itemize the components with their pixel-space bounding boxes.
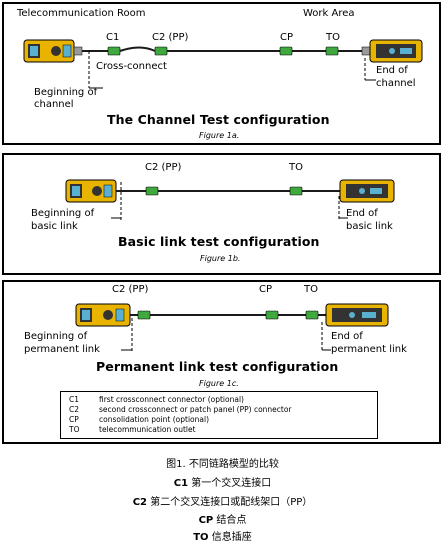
figure-1b: Figure 1b.	[200, 254, 241, 263]
figure-1c: Figure 1c.	[199, 379, 239, 388]
to-label: TO	[326, 32, 340, 43]
legend-row: C2 second crossconnect or patch panel (PP…	[69, 405, 292, 414]
tester-right-1	[361, 39, 423, 63]
connector-to	[325, 46, 339, 56]
caption-code: C1	[173, 478, 189, 489]
caption-text: 结合点	[213, 515, 247, 526]
caption-line-cp: CP 结合点	[0, 514, 445, 528]
cp-label-permanent: CP	[259, 284, 273, 295]
legend-text: consolidation point (optional)	[99, 415, 209, 424]
tester-right-3	[325, 303, 389, 327]
caption-title: 图1. 不同链路模型的比较	[166, 459, 279, 470]
figure-1a: Figure 1a.	[199, 131, 240, 140]
channel-title: The Channel Test configuration	[107, 112, 330, 127]
to-label-permanent: TO	[304, 284, 318, 295]
permanent-title: Permanent link test configuration	[96, 359, 339, 374]
basic-link-panel	[2, 153, 441, 275]
permanent-begin-line1: Beginning of	[24, 331, 88, 342]
channel-begin-line2: channel	[34, 99, 74, 110]
connector-c2-basic	[145, 186, 159, 196]
legend-code: TO	[69, 425, 80, 434]
caption-text: 信息插座	[208, 532, 252, 543]
legend-text: second crossconnect or patch panel (PP) …	[99, 405, 292, 414]
legend-code: C2	[69, 405, 80, 414]
to-label-basic: TO	[289, 162, 303, 173]
c1-label: C1	[106, 32, 120, 43]
cp-label: CP	[280, 32, 294, 43]
caption-code: CP	[198, 515, 214, 526]
connector-c1	[107, 46, 121, 56]
legend-row: CP consolidation point (optional)	[69, 415, 209, 424]
channel-end-line1: End of	[376, 65, 408, 76]
caption-line-to: TO 信息插座	[0, 531, 445, 545]
legend-code: C1	[69, 395, 80, 404]
channel-end-line2: channel	[376, 78, 416, 89]
c2-label-permanent: C2 (PP)	[112, 284, 149, 295]
c2-label: C2 (PP)	[152, 32, 189, 43]
caption-code: C2	[132, 497, 148, 508]
basic-title: Basic link test configuration	[118, 234, 320, 249]
caption-line-c1: C1 第一个交叉连接口	[0, 477, 445, 491]
legend-box: C1 first crossconnect connector (optional…	[60, 391, 378, 439]
connector-cp	[279, 46, 293, 56]
connector-to-permanent	[305, 310, 319, 320]
cross-connect-label: Cross-connect	[96, 61, 167, 72]
connector-c2-permanent	[137, 310, 151, 320]
permanent-begin-line2: permanent link	[24, 344, 100, 355]
tester-left-2	[65, 179, 117, 203]
legend-row: C1 first crossconnect connector (optional…	[69, 395, 244, 404]
tester-left-3	[75, 303, 131, 327]
legend-code: CP	[69, 415, 79, 424]
legend-text: first crossconnect connector (optional)	[99, 395, 244, 404]
permanent-end-line2: permanent link	[331, 344, 407, 355]
basic-end-line2: basic link	[346, 221, 393, 232]
tester-right-2	[339, 179, 395, 203]
legend-row: TO telecommunication outlet	[69, 425, 196, 434]
caption-text: 第一个交叉连接口	[188, 478, 272, 489]
legend-text: telecommunication outlet	[99, 425, 196, 434]
channel-test-panel	[2, 2, 441, 145]
caption-text: 第二个交叉连接口或配线架口（PP）	[147, 497, 313, 508]
caption-line-c2: C2 第二个交叉连接口或配线架口（PP）	[0, 496, 445, 510]
c2-label-basic: C2 (PP)	[145, 162, 182, 173]
caption-code: TO	[193, 532, 209, 543]
area-label: Work Area	[303, 8, 355, 19]
cross-connect-loop	[119, 46, 156, 52]
basic-end-line1: End of	[346, 208, 378, 219]
tester-left-1	[23, 39, 83, 63]
connector-to-basic	[289, 186, 303, 196]
basic-begin-line2: basic link	[31, 221, 78, 232]
room-label: Telecommunication Room	[17, 8, 146, 19]
connector-cp-permanent	[265, 310, 279, 320]
channel-begin-line1: Beginning of	[34, 87, 98, 98]
permanent-end-line1: End of	[331, 331, 363, 342]
connector-c2	[154, 46, 168, 56]
basic-begin-line1: Beginning of	[31, 208, 95, 219]
